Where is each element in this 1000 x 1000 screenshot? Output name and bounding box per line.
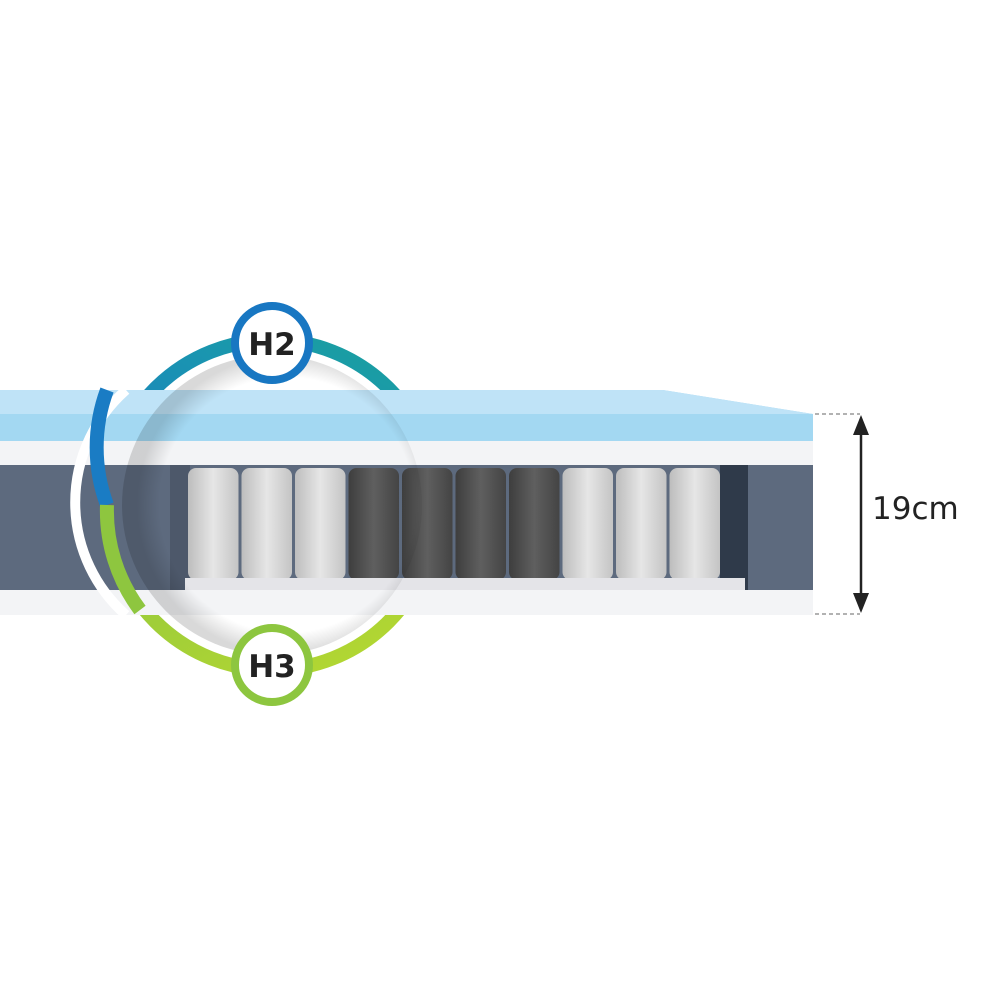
arrow-up-icon — [853, 415, 869, 435]
height-dimension: 19cm — [815, 413, 959, 615]
spring-coil-light — [616, 468, 667, 580]
spring-coil-light — [562, 468, 613, 580]
arrow-down-icon — [853, 593, 869, 613]
badge-h3: H3 — [231, 624, 313, 706]
ring-left-green — [99, 504, 146, 615]
badge-h2: H2 — [231, 302, 313, 384]
spring-coil-dark — [509, 468, 560, 580]
ring-left-blue — [89, 387, 114, 508]
height-label: 19cm — [872, 491, 959, 527]
spring-coil-light — [669, 468, 720, 580]
spring-coil-dark — [455, 468, 506, 580]
badge-h3-label: H3 — [248, 649, 296, 685]
badge-h2-label: H2 — [248, 327, 296, 363]
